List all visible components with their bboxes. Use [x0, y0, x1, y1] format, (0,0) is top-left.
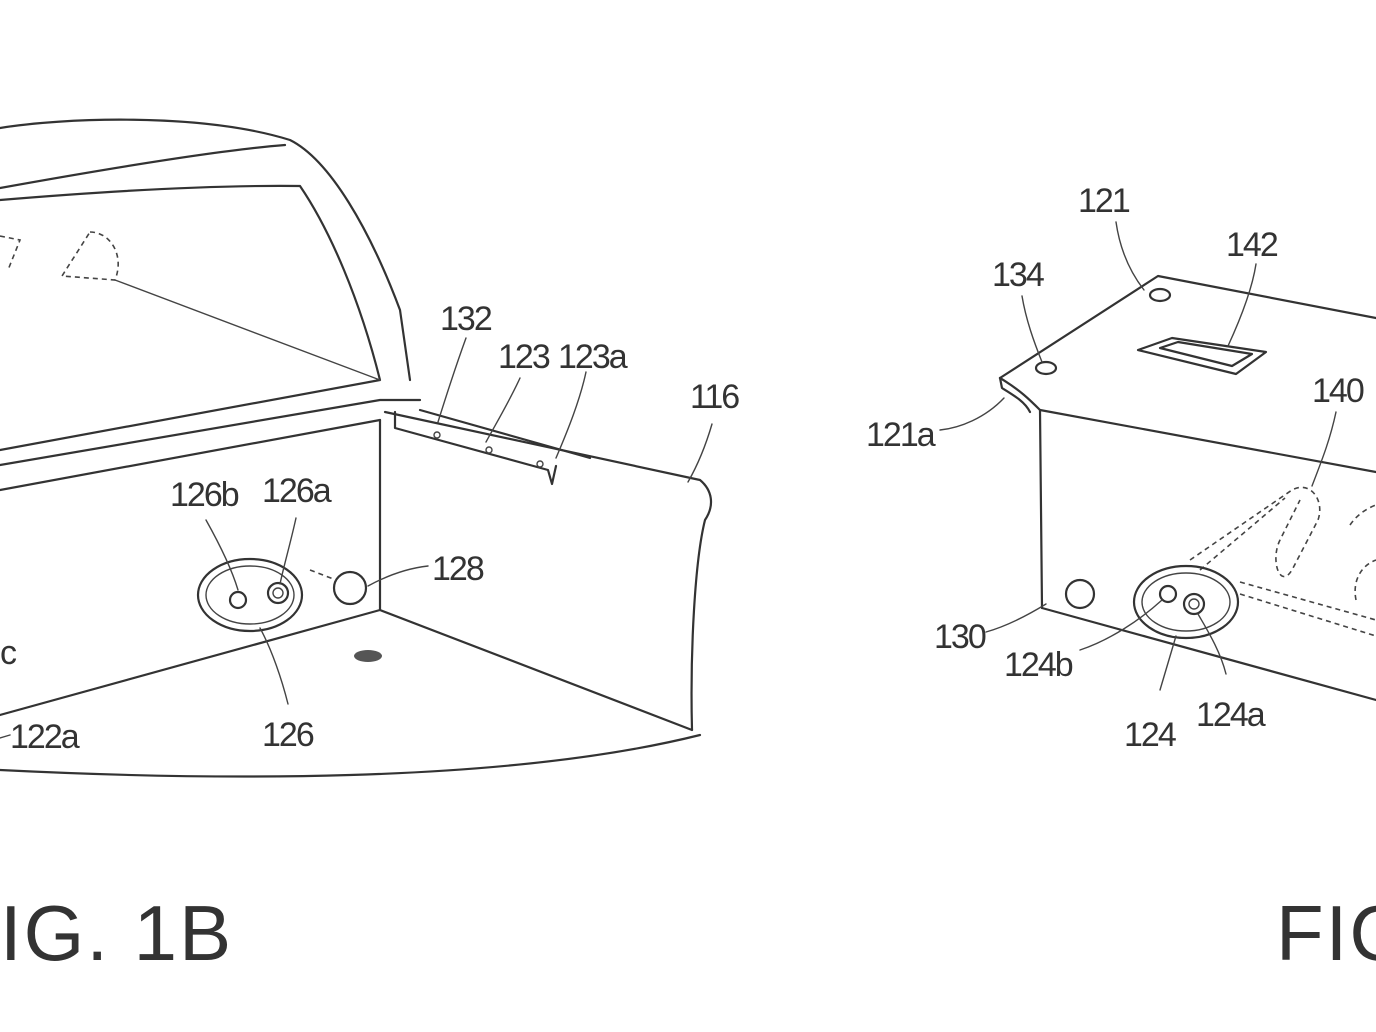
figure-caption-right: FIG [1276, 889, 1376, 977]
label-116: 116 [690, 378, 739, 416]
label-132: 132 [440, 300, 492, 338]
label-122a: 122a [10, 718, 80, 756]
label-121: 121 [1078, 182, 1130, 220]
label-121a: 121a [866, 416, 936, 454]
label-126: 126 [262, 716, 314, 754]
label-126b: 126b [170, 476, 239, 514]
label-142: 142 [1226, 226, 1278, 264]
label-124b: 124b [1004, 646, 1073, 684]
figure-caption-1b: IG. 1B [0, 889, 233, 977]
label-124: 124 [1124, 716, 1176, 754]
label-126a: 126a [262, 472, 332, 510]
label-134: 134 [992, 256, 1044, 294]
leader-lines-left [0, 338, 712, 738]
label-140: 140 [1312, 372, 1364, 410]
truck-bed-box-116 [0, 410, 711, 777]
label-128: 128 [432, 550, 484, 588]
storage-box-121 [1000, 276, 1376, 700]
labels-left: 132 123 123a 116 126b 126a 128 126 122a … [0, 300, 739, 756]
labels-right: 121 134 142 140 121a 130 124b 124 124a [866, 182, 1364, 754]
label-c: c [0, 634, 17, 672]
truck-cab [0, 120, 420, 490]
label-123a: 123a [558, 338, 628, 376]
label-124a: 124a [1196, 696, 1266, 734]
label-123: 123 [498, 338, 550, 376]
label-130: 130 [934, 618, 986, 656]
